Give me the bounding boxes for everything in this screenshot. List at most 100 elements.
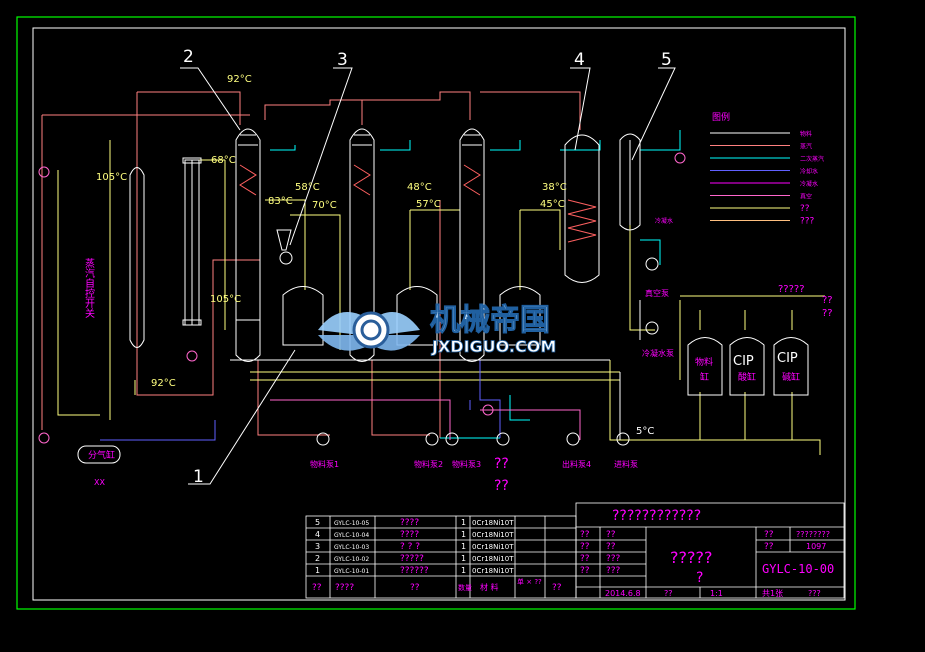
tb-cell: ??	[580, 566, 590, 576]
cooling-label: 冷凝水泵	[642, 348, 674, 358]
pump-label: ??	[494, 478, 509, 494]
temp-label: 92°C	[227, 74, 252, 85]
parts-cell: ? ? ?	[400, 542, 420, 552]
parts-cell: GYLC-10-01	[334, 568, 369, 575]
parts-cell: ????	[400, 530, 419, 540]
header-weight: 单 × ??	[517, 577, 542, 586]
tb-cell: ????????	[796, 530, 830, 539]
white-lines	[230, 300, 641, 440]
parts-cell: 1	[461, 542, 466, 551]
tank-top-label: ?????	[778, 284, 805, 295]
xx-label: XX	[94, 478, 105, 487]
steam-control-vertical-label: 蒸汽自控开关	[83, 258, 95, 319]
tank-label: 碱缸	[782, 371, 800, 383]
temperature-labels: 92°C 105°C 68°C 58°C 83°C 70°C 48°C 57°C…	[96, 74, 654, 437]
parts-cell: GYLC-10-05	[334, 520, 369, 527]
temp-label: 92°C	[151, 378, 176, 389]
pump-labels: 物料泵1 物料泵2 物料泵3 出料泵4 进料泵 ?? ?? 真空泵 冷凝水泵 冷…	[310, 217, 674, 494]
vapor-pipes	[57, 140, 825, 455]
parts-cell: 1	[461, 518, 466, 527]
title-block-text: ???????????? ????? ? GYLC-10-00 ?? ?? ??…	[580, 508, 834, 598]
callout-leaders	[180, 67, 676, 485]
steam-pipes	[41, 91, 581, 438]
tb-cell: ???	[606, 566, 621, 576]
callout-5: 5	[661, 50, 672, 70]
legend-label: ???	[800, 217, 815, 227]
parts-cell: 3	[315, 542, 320, 551]
drawing-number: GYLC-10-00	[762, 562, 834, 576]
legend-label: 物料	[800, 130, 812, 138]
header-no: ??	[312, 583, 322, 593]
watermark-en: JXDIGUO.COM	[431, 337, 556, 356]
pump-label: ??	[494, 456, 509, 472]
tb-last: ???	[808, 589, 821, 598]
parts-cell: 5	[315, 518, 320, 527]
legend-label: 真空	[800, 193, 812, 201]
tb-sheet: 共1张	[762, 589, 783, 598]
parts-cell: GYLC-10-02	[334, 556, 369, 563]
legend-label: 二次蒸汽	[800, 155, 824, 163]
temp-label: 58°C	[295, 182, 320, 193]
evaporator-effect-3	[459, 128, 485, 362]
parts-cell: 0Cr18Ni10T	[472, 519, 514, 527]
outer-frame	[16, 16, 856, 610]
parts-cell: 0Cr18Ni10T	[472, 555, 514, 563]
temp-label: 68°C	[211, 155, 236, 166]
right-qq-label: ??	[822, 295, 833, 306]
tb-cell: ???	[606, 554, 621, 564]
right-qq-label: ??	[822, 308, 833, 319]
thermo-compressor	[276, 229, 293, 265]
legend-label: 蒸汽	[800, 143, 812, 151]
parts-table-header: ?? ???? ?? 数量 材 料 单 × ?? ??	[312, 577, 562, 593]
parts-cell: 0Cr18Ni10T	[472, 543, 514, 551]
header-note: ??	[552, 583, 562, 593]
pump-label: 进料泵	[614, 459, 638, 469]
temp-label: 105°C	[96, 172, 127, 183]
header-code: ????	[335, 583, 354, 593]
temp-label: 48°C	[407, 182, 432, 193]
header-name: ??	[410, 583, 420, 593]
parts-cell: 1	[315, 566, 320, 575]
storage-tanks	[687, 337, 809, 396]
tb-scale-label: ??	[664, 589, 673, 598]
parts-cell: 2	[315, 554, 320, 563]
temp-label: 5°C	[636, 426, 654, 437]
drawing-title: ????????????	[612, 508, 701, 524]
parts-cell: 1	[461, 566, 466, 575]
parts-cell: ??????	[400, 566, 429, 576]
temp-label: 38°C	[542, 182, 567, 193]
vacuum-label: 真空泵	[645, 288, 669, 298]
drawing-border	[32, 27, 846, 601]
parts-cell: 1	[461, 554, 466, 563]
condenser	[564, 134, 600, 283]
header-material: 材 料	[480, 582, 499, 592]
pink-pipes	[270, 399, 581, 440]
tb-scale: 1:1	[710, 589, 723, 598]
parts-cell: 1	[461, 530, 466, 539]
temp-label: 105°C	[210, 294, 241, 305]
tank-label: CIP	[733, 354, 754, 369]
legend-title: 图例	[712, 111, 730, 123]
tb-cell: ??	[764, 530, 774, 540]
title-block	[575, 502, 845, 599]
pump-label: 出料泵4	[562, 459, 591, 469]
tank-labels: 物料 缸 CIP 酸缸 CIP 碱缸 ????? ?? ??	[695, 284, 833, 383]
plate-heat-exchanger	[182, 157, 202, 326]
parts-cell: ?????	[400, 554, 424, 564]
tb-date: 2014.6.8	[605, 589, 641, 598]
condensate-label: 冷凝水	[655, 217, 673, 225]
gauges	[38, 152, 686, 444]
tank-label: CIP	[777, 351, 798, 366]
tb-cell: ??	[580, 554, 590, 564]
pump-label: 物料泵3	[452, 459, 481, 469]
parts-cell: 0Cr18Ni10T	[472, 531, 514, 539]
temp-label: 83°C	[268, 196, 293, 207]
pump-label: 物料泵1	[310, 459, 339, 469]
legend-label: 冷凝水	[800, 180, 818, 188]
tb-cell: ??	[606, 542, 616, 552]
callout-1: 1	[193, 467, 204, 487]
